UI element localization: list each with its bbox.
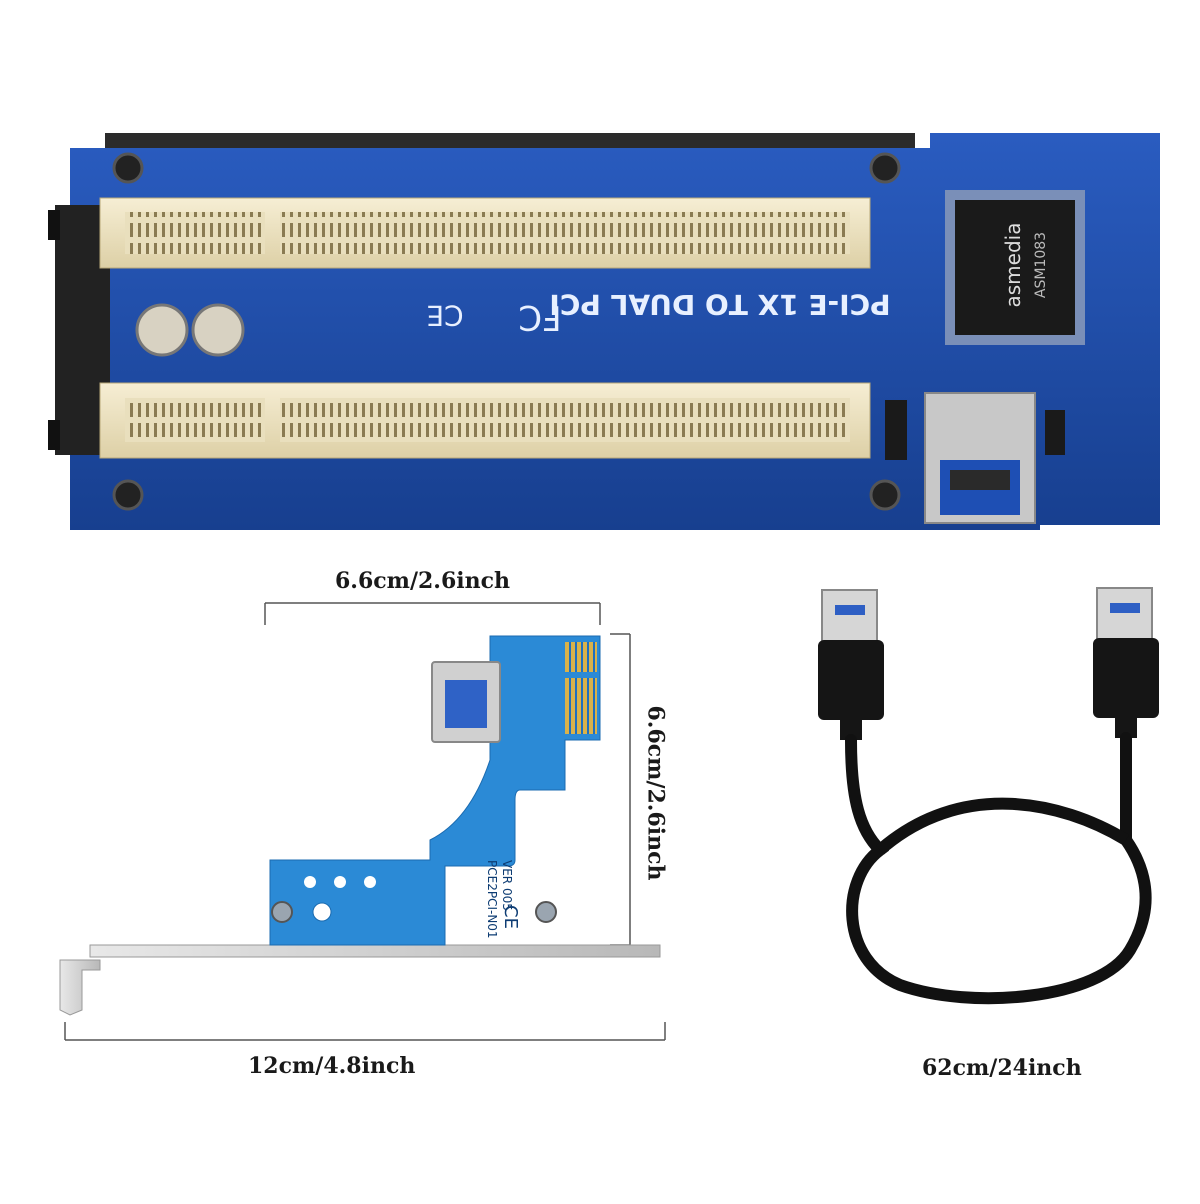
pcie-adapter-card: PCE2PCI-N01 VER 005 CE xyxy=(59,602,666,1041)
width-dimension-line xyxy=(264,602,601,625)
fcc-mark: FC xyxy=(518,297,561,337)
pci-slot-1 xyxy=(99,197,871,269)
card-width-label: 6.6cm/2.6inch xyxy=(335,568,511,594)
bridge-chip: asmedia ASM1083 xyxy=(945,190,1085,345)
board-title: PCI-E 1X TO DUAL PCI xyxy=(549,288,890,321)
capacitor xyxy=(135,303,189,357)
card-height-label: 6.6cm/2.6inch xyxy=(642,705,669,881)
ce-mark: CE xyxy=(426,299,463,332)
chip-model: ASM1083 xyxy=(1033,232,1049,298)
metal-bracket xyxy=(59,944,661,1016)
chip-brand: asmedia xyxy=(1001,223,1025,308)
height-dimension-line xyxy=(610,633,631,946)
cable-length-label: 62cm/24inch xyxy=(922,1055,1082,1081)
card-ce-mark: CE xyxy=(500,905,521,929)
length-dimension-line xyxy=(64,1022,666,1041)
card-version: VER 005 xyxy=(500,860,514,911)
usb-cable xyxy=(818,587,1159,1005)
capacitor xyxy=(191,303,245,357)
pci-slot-2 xyxy=(99,382,871,459)
usb-port xyxy=(924,392,1036,524)
card-model: PCE2PCI-N01 xyxy=(485,860,499,939)
card-usb-port xyxy=(431,661,501,743)
bracket-length-label: 12cm/4.8inch xyxy=(248,1053,416,1079)
dual-pci-board: PCI-E 1X TO DUAL PCI FC CE asmedia ASM10… xyxy=(48,133,1160,530)
